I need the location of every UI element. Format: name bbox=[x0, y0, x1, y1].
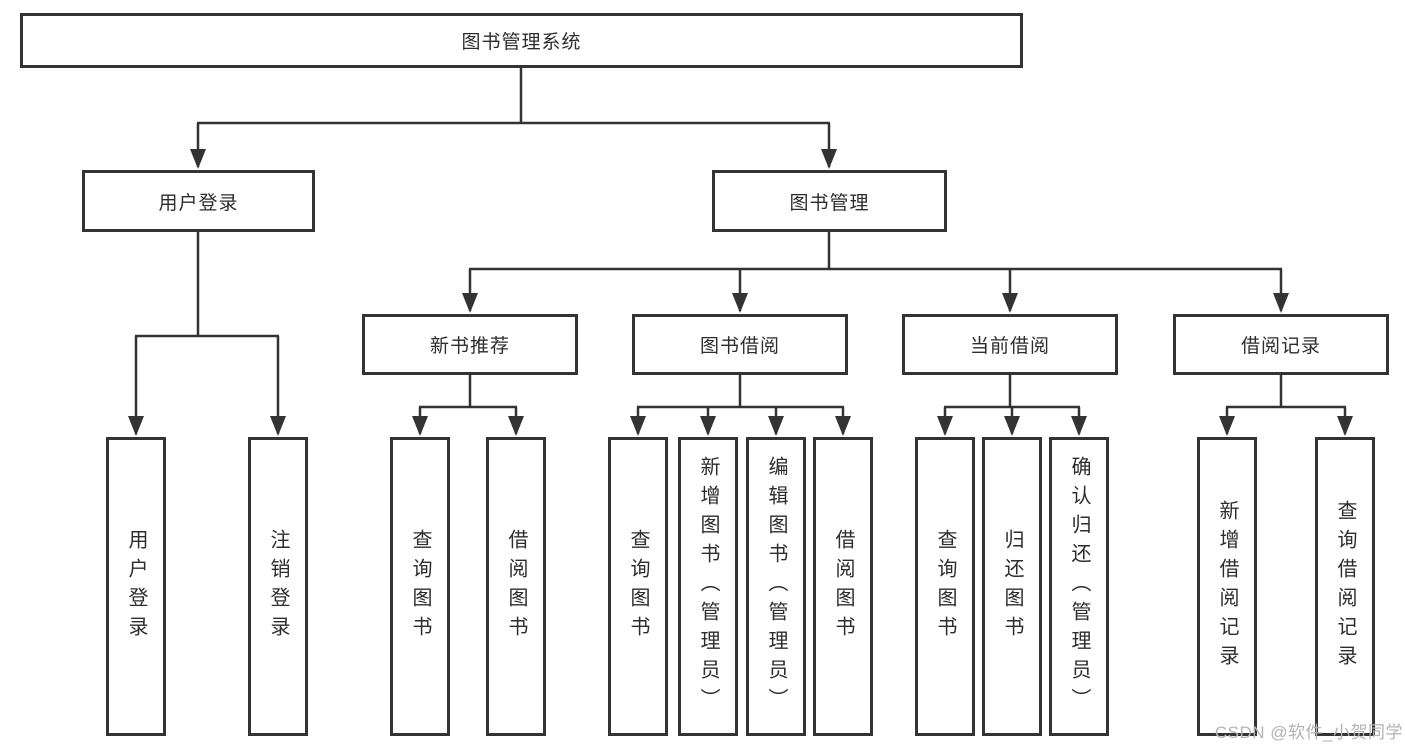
node-label: 注销登录 bbox=[267, 528, 289, 645]
node-label: 新增图书（管理员） bbox=[697, 456, 719, 717]
leaf-return-books: 归还图书 bbox=[982, 437, 1042, 736]
leaf-edit-books-admin: 编辑图书（管理员） bbox=[746, 437, 806, 736]
leaf-user-login: 用户登录 bbox=[106, 437, 166, 736]
leaf-confirm-return-admin: 确认归还（管理员） bbox=[1049, 437, 1109, 736]
node-label: 归还图书 bbox=[1001, 528, 1023, 645]
node-label: 编辑图书（管理员） bbox=[765, 456, 787, 717]
leaf-add-borrow-record: 新增借阅记录 bbox=[1197, 437, 1257, 736]
csdn-watermark: CSDN @软件_小贺同学 bbox=[1214, 723, 1403, 742]
node-label: 查询图书 bbox=[934, 528, 956, 645]
node-label: 借阅记录 bbox=[1240, 336, 1321, 357]
node-label: 查询图书 bbox=[627, 528, 649, 645]
node-label: 借阅图书 bbox=[505, 528, 527, 645]
node-label: 查询图书 bbox=[409, 528, 431, 645]
node-borrow-record: 借阅记录 bbox=[1173, 314, 1389, 375]
node-new-book-recommend: 新书推荐 bbox=[362, 314, 578, 375]
leaf-query-books-2: 查询图书 bbox=[608, 437, 668, 736]
node-label: 借阅图书 bbox=[832, 528, 854, 645]
node-label: 新书推荐 bbox=[429, 336, 510, 357]
node-label: 图书管理 bbox=[789, 192, 870, 214]
leaf-query-books-3: 查询图书 bbox=[915, 437, 975, 736]
node-label: 用户登录 bbox=[158, 192, 239, 214]
node-current-borrow: 当前借阅 bbox=[902, 314, 1118, 375]
leaf-query-borrow-record: 查询借阅记录 bbox=[1315, 437, 1375, 736]
node-book-borrow: 图书借阅 bbox=[632, 314, 848, 375]
node-label: 当前借阅 bbox=[969, 336, 1050, 357]
node-label: 图书借阅 bbox=[699, 336, 780, 357]
node-label: 查询借阅记录 bbox=[1334, 499, 1356, 674]
node-user-login: 用户登录 bbox=[82, 170, 315, 232]
node-label: 新增借阅记录 bbox=[1216, 499, 1238, 674]
leaf-query-books-1: 查询图书 bbox=[390, 437, 450, 736]
node-label: 图书管理系统 bbox=[461, 32, 582, 53]
node-label: 用户登录 bbox=[125, 528, 147, 645]
node-root-library-system: 图书管理系统 bbox=[20, 13, 1023, 68]
node-label: 确认归还（管理员） bbox=[1068, 456, 1090, 717]
leaf-borrow-books-2: 借阅图书 bbox=[813, 437, 873, 736]
leaf-add-books-admin: 新增图书（管理员） bbox=[678, 437, 738, 736]
leaf-logout: 注销登录 bbox=[248, 437, 308, 736]
node-book-management: 图书管理 bbox=[712, 170, 947, 232]
leaf-borrow-books-1: 借阅图书 bbox=[486, 437, 546, 736]
